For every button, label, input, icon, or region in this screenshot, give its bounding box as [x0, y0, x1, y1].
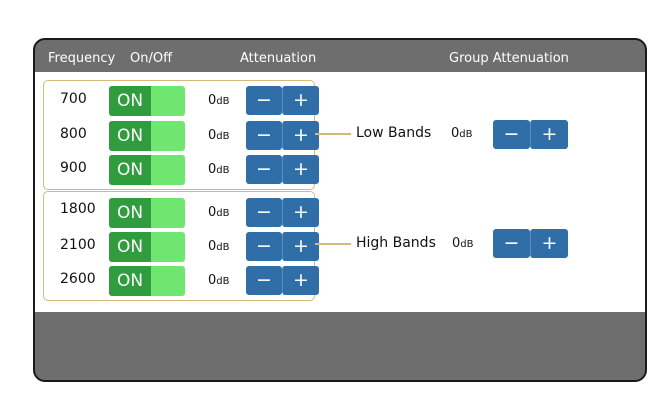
band-row-800: 800 ON 0dB − + — [44, 119, 319, 153]
header-frequency: Frequency — [48, 51, 116, 66]
band-row-2100: 2100 ON 0dB − + — [44, 230, 319, 264]
band-toggle-800[interactable]: ON — [109, 121, 185, 151]
band-frequency: 1800 — [60, 201, 96, 217]
attenuation-increase-button[interactable]: + — [282, 198, 319, 227]
band-frequency: 900 — [60, 160, 87, 176]
band-attenuation-value: 0dB — [208, 239, 230, 254]
attenuation-increase-button[interactable]: + — [282, 86, 319, 115]
attenuation-increase-button[interactable]: + — [282, 266, 319, 295]
attenuation-decrease-button[interactable]: − — [246, 155, 282, 184]
high-bands-connector — [315, 243, 351, 245]
toggle-on-label: ON — [109, 198, 151, 228]
band-toggle-1800[interactable]: ON — [109, 198, 185, 228]
low-bands-increase-button[interactable]: + — [530, 120, 568, 149]
attenuation-decrease-button[interactable]: − — [246, 121, 282, 150]
band-attenuation-value: 0dB — [208, 162, 230, 177]
high-bands-group-value: 0dB — [452, 236, 474, 251]
attenuation-increase-button[interactable]: + — [282, 155, 319, 184]
header-on-off: On/Off — [130, 51, 173, 66]
high-bands-increase-button[interactable]: + — [530, 229, 568, 258]
attenuation-increase-button[interactable]: + — [282, 232, 319, 261]
band-attenuation-value: 0dB — [208, 273, 230, 288]
attenuation-decrease-button[interactable]: − — [246, 232, 282, 261]
attenuation-increase-button[interactable]: + — [282, 121, 319, 150]
low-bands-decrease-button[interactable]: − — [493, 120, 530, 149]
low-bands-group-value: 0dB — [451, 126, 473, 141]
attenuation-decrease-button[interactable]: − — [246, 266, 282, 295]
attenuation-decrease-button[interactable]: − — [246, 198, 282, 227]
header-attenuation: Attenuation — [240, 51, 317, 66]
band-frequency: 800 — [60, 126, 87, 142]
low-bands-connector — [315, 133, 351, 135]
low-bands-label: Low Bands — [356, 125, 432, 141]
band-row-900: 900 ON 0dB − + — [44, 153, 319, 187]
toggle-on-label: ON — [109, 232, 151, 262]
band-toggle-900[interactable]: ON — [109, 155, 185, 185]
toggle-on-label: ON — [109, 86, 151, 116]
band-toggle-2600[interactable]: ON — [109, 266, 185, 296]
band-attenuation-value: 0dB — [208, 93, 230, 108]
band-frequency: 2600 — [60, 271, 96, 287]
band-row-1800: 1800 ON 0dB − + — [44, 196, 319, 230]
band-attenuation-value: 0dB — [208, 205, 230, 220]
band-row-700: 700 ON 0dB − + — [44, 84, 319, 118]
high-bands-decrease-button[interactable]: − — [493, 229, 530, 258]
attenuation-decrease-button[interactable]: − — [246, 86, 282, 115]
high-bands-group: 1800 ON 0dB − + 2100 ON 0dB − + 2600 — [43, 191, 319, 301]
band-frequency: 700 — [60, 91, 87, 107]
band-row-2600: 2600 ON 0dB − + — [44, 264, 319, 298]
band-toggle-2100[interactable]: ON — [109, 232, 185, 262]
header-group-attenuation: Group Attenuation — [449, 51, 569, 66]
toggle-on-label: ON — [109, 121, 151, 151]
panel-header: Frequency On/Off Attenuation Group Atten… — [35, 40, 645, 72]
band-toggle-700[interactable]: ON — [109, 86, 185, 116]
bands-content: 700 ON 0dB − + 800 ON 0dB − + 900 — [35, 72, 645, 312]
low-bands-group: 700 ON 0dB − + 800 ON 0dB − + 900 — [43, 80, 319, 190]
band-frequency: 2100 — [60, 237, 96, 253]
attenuation-panel: Frequency On/Off Attenuation Group Atten… — [33, 38, 647, 382]
high-bands-label: High Bands — [356, 235, 436, 251]
band-attenuation-value: 0dB — [208, 128, 230, 143]
toggle-on-label: ON — [109, 266, 151, 296]
toggle-on-label: ON — [109, 155, 151, 185]
